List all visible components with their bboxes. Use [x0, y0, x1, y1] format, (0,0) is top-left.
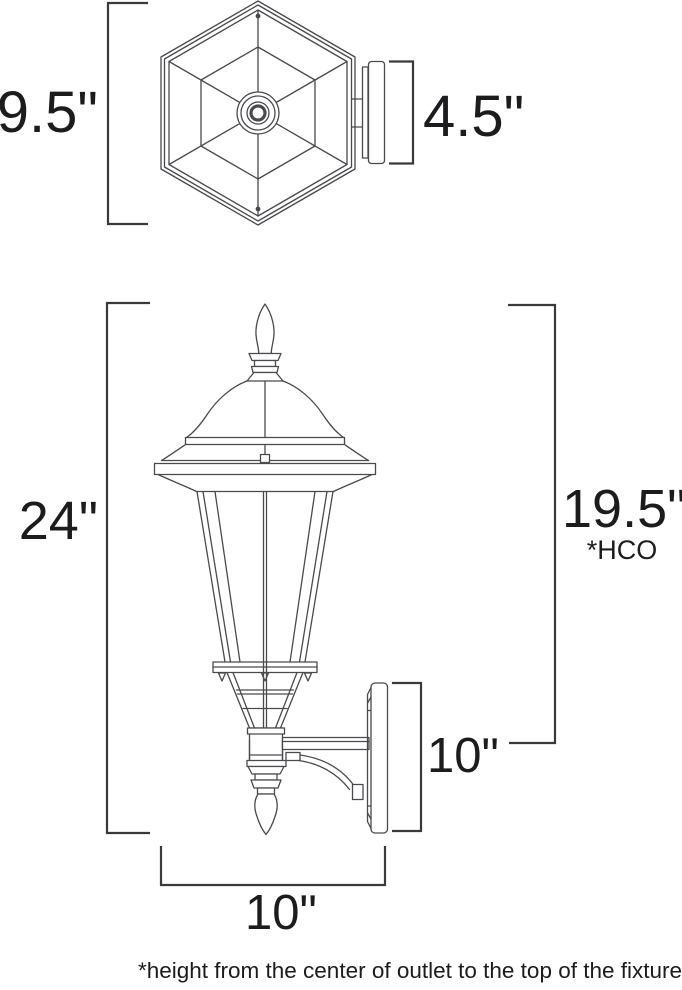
socket-and-arm	[246, 727, 370, 768]
glass-cage	[196, 490, 334, 729]
bottom-finial-drop	[247, 765, 285, 836]
scroll-bracket	[285, 751, 364, 801]
dome-roof	[153, 380, 377, 493]
dim-bracket-top-depth	[389, 60, 415, 165]
dimension-brackets	[105, 1, 557, 887]
dim-note-hco: *HCO	[587, 535, 658, 565]
dim-label-hco: 19.5"	[562, 479, 682, 539]
dim-bracket-overall-height	[105, 301, 150, 835]
finial-plan	[236, 91, 280, 135]
dim-label-top-depth: 4.5"	[423, 84, 524, 149]
wall-backplate	[366, 682, 389, 834]
dim-bracket-hco	[508, 303, 557, 745]
dim-bracket-backplate	[392, 681, 423, 833]
dim-label-backplate: 10"	[427, 729, 499, 783]
dim-label-overall-height: 24"	[19, 491, 98, 551]
dim-label-top-height: 9.5"	[0, 80, 98, 145]
dim-label-width: 10"	[245, 886, 317, 940]
top-view-drawing	[160, 0, 386, 226]
dim-bracket-top-height	[106, 1, 148, 226]
finial	[246, 303, 284, 382]
footnote-text: *height from the center of outlet to the…	[138, 958, 682, 983]
dim-bracket-width	[159, 846, 387, 887]
backplate-plan	[351, 60, 386, 165]
side-view-drawing	[153, 303, 389, 836]
